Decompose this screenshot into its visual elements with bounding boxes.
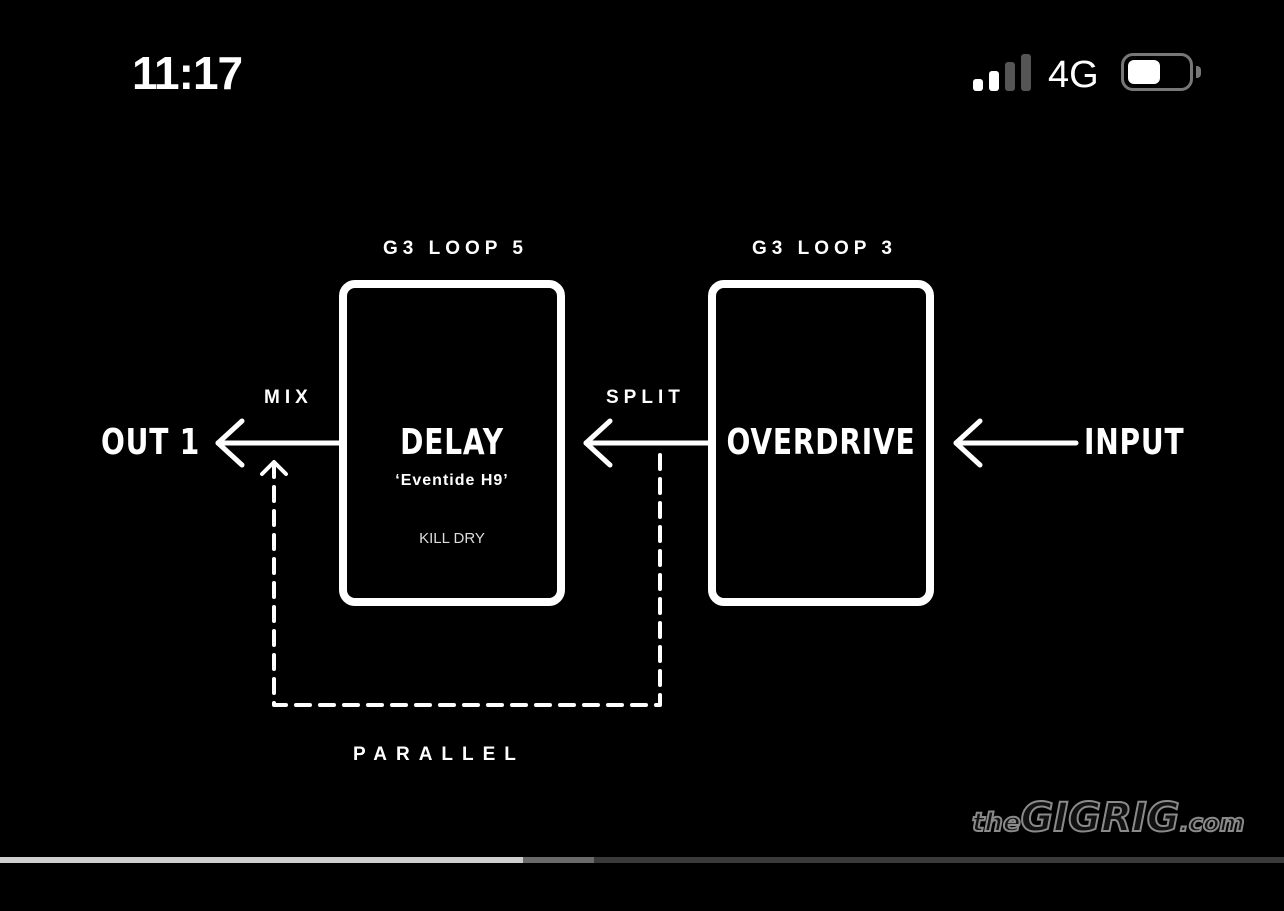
signal-icon [973, 54, 1033, 92]
arrow-to-out [215, 418, 342, 468]
parallel-arrowhead [260, 460, 288, 476]
arrow-to-delay [583, 418, 711, 468]
input-label: INPUT [1084, 422, 1185, 463]
arrow-from-input [953, 418, 1079, 468]
overdrive-block [708, 280, 934, 606]
delay-block [339, 280, 565, 606]
loop-3-label: G3 LOOP 3 [752, 238, 897, 259]
out-label: OUT 1 [101, 422, 201, 463]
overdrive-title: OVERDRIVE [726, 422, 916, 463]
played-bar [0, 857, 523, 863]
status-time: 11:17 [132, 47, 243, 99]
parallel-path [272, 453, 662, 707]
split-label: SPLIT [606, 387, 685, 408]
gigrig-logo: theGIGRIG.com [971, 794, 1245, 842]
loop-5-label: G3 LOOP 5 [383, 238, 528, 259]
delay-title: DELAY [400, 422, 504, 463]
network-type: 4G [1048, 54, 1099, 96]
video-progress-bar[interactable] [0, 857, 1284, 863]
delay-subtitle: ‘Eventide H9’ [395, 472, 509, 489]
battery-icon [1121, 53, 1201, 91]
delay-note: KILL DRY [419, 530, 485, 547]
parallel-label: PARALLEL [353, 744, 525, 765]
mix-label: MIX [264, 387, 313, 408]
